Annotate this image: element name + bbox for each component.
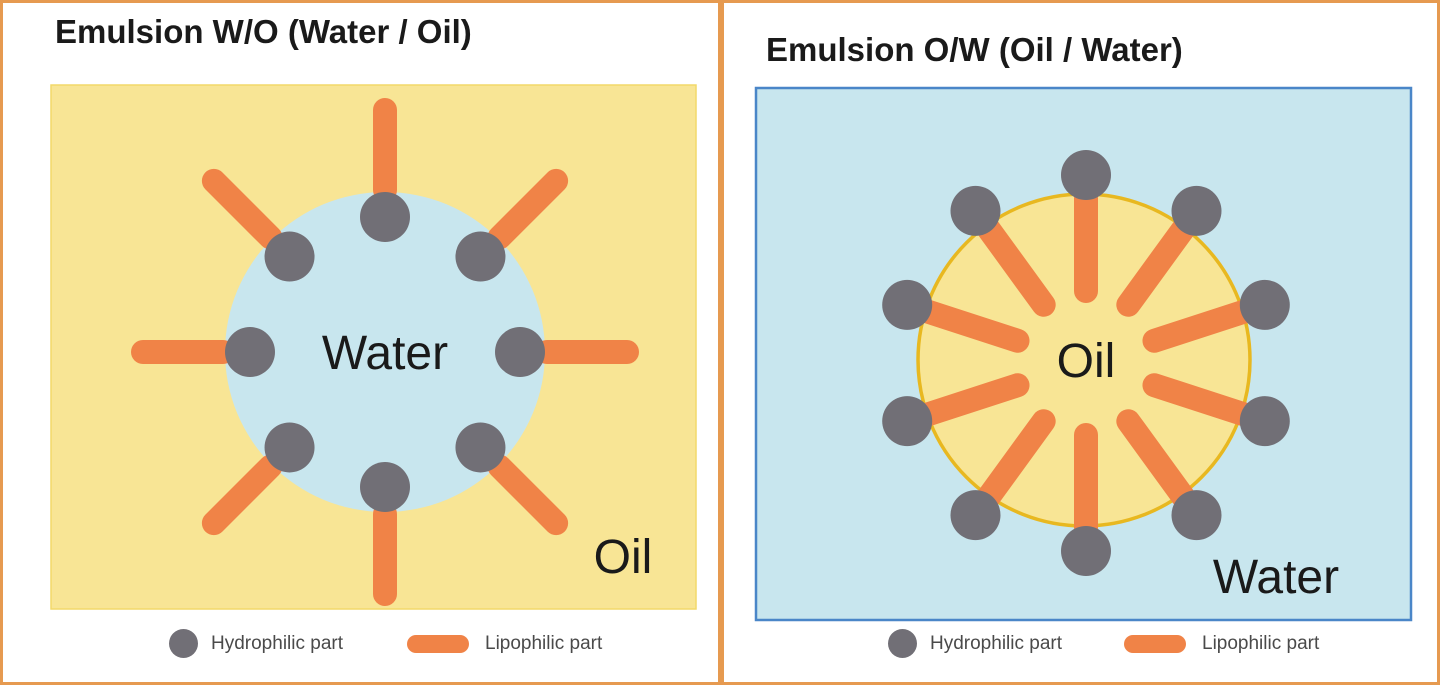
ow-diagram: Oil Water: [754, 86, 1413, 622]
lipophilic-tail: [1142, 373, 1255, 426]
surfactant-molecule: [201, 168, 315, 282]
surfactant-molecule: [455, 168, 569, 282]
wo-diagram: Water Oil: [50, 84, 697, 610]
hydrophilic-head: [1171, 490, 1222, 541]
lipophilic-tail: [1116, 217, 1195, 317]
hydrophilic-head: [360, 462, 410, 512]
lipophilic-tail: [977, 217, 1056, 317]
surfactant-molecule: [1061, 150, 1111, 303]
hydrophilic-head: [950, 185, 1001, 236]
surfactant-molecule: [360, 462, 410, 606]
panel-title: Emulsion W/O (Water / Oil): [55, 13, 472, 50]
legend-lipophilic-label: Lipophilic part: [485, 632, 603, 654]
medium-label: Water: [1213, 551, 1339, 604]
legend-hydrophilic-label: Hydrophilic part: [211, 632, 343, 654]
hydrophilic-head: [1171, 185, 1222, 236]
hydrophilic-head: [882, 279, 933, 330]
hydrophilic-head: [264, 422, 315, 473]
surfactant-molecule: [882, 279, 1030, 353]
lipophilic-tail: [1116, 409, 1195, 509]
legend-hydrophilic: Hydrophilic part: [888, 629, 1062, 658]
lipophilic-tail: [917, 373, 1030, 426]
hydrophilic-head: [455, 231, 506, 282]
gray-circle-icon: [169, 629, 198, 658]
surfactant-molecule: [1116, 409, 1222, 541]
hydrophilic-head: [882, 396, 933, 447]
legend-lipophilic-label: Lipophilic part: [1202, 632, 1320, 654]
surfactant-molecule: [882, 373, 1030, 447]
surfactant-molecule: [495, 327, 639, 377]
surfactant-molecule: [131, 327, 275, 377]
hydrophilic-head: [1239, 279, 1290, 330]
hydrophilic-head: [225, 327, 275, 377]
legend-hydrophilic-label: Hydrophilic part: [930, 632, 1062, 654]
droplet-label: Water: [322, 327, 448, 380]
legend-lipophilic: Lipophilic part: [407, 633, 602, 655]
hydrophilic-head: [264, 231, 315, 282]
legend: Hydrophilic part Lipophilic part: [888, 629, 1319, 658]
lipophilic-tail: [1142, 300, 1255, 353]
orange-bar-icon: [1124, 634, 1186, 653]
surfactant-molecule: [1061, 423, 1111, 576]
hydrophilic-head: [1061, 150, 1111, 200]
panel-oil-in-water: Oil Water Emulsion O/W (Oil / Water) Hyd…: [721, 0, 1440, 685]
surfactant-molecule: [201, 422, 315, 536]
lipophilic-tail: [487, 168, 569, 250]
gray-circle-icon: [888, 629, 917, 658]
hydrophilic-head: [1061, 526, 1111, 576]
lipophilic-tail: [977, 409, 1056, 509]
hydrophilic-head: [455, 422, 506, 473]
wo-surfactants: [131, 98, 639, 606]
lipophilic-tail: [201, 168, 283, 250]
lipophilic-tail: [487, 454, 569, 536]
hydrophilic-head: [495, 327, 545, 377]
hydrophilic-head: [950, 490, 1001, 541]
panel-title: Emulsion O/W (Oil / Water): [766, 31, 1183, 68]
hydrophilic-head: [360, 192, 410, 242]
surfactant-molecule: [1142, 279, 1290, 353]
ow-surfactants: [882, 150, 1290, 576]
surfactant-molecule: [950, 185, 1056, 317]
surfactant-molecule: [950, 409, 1056, 541]
hydrophilic-head: [1239, 396, 1290, 447]
legend-lipophilic: Lipophilic part: [1124, 633, 1319, 655]
surfactant-molecule: [1116, 185, 1222, 317]
surfactant-molecule: [360, 98, 410, 242]
orange-bar-icon: [407, 634, 469, 653]
droplet-label: Oil: [1057, 335, 1116, 388]
panel-water-in-oil: Water Oil Emulsion W/O (Water / Oil) Hyd…: [0, 0, 721, 685]
legend-hydrophilic: Hydrophilic part: [169, 629, 343, 658]
medium-label: Oil: [594, 531, 653, 584]
lipophilic-tail: [201, 454, 283, 536]
surfactant-molecule: [1142, 373, 1290, 447]
lipophilic-tail: [917, 300, 1030, 353]
surfactant-molecule: [455, 422, 569, 536]
legend: Hydrophilic part Lipophilic part: [169, 629, 602, 658]
